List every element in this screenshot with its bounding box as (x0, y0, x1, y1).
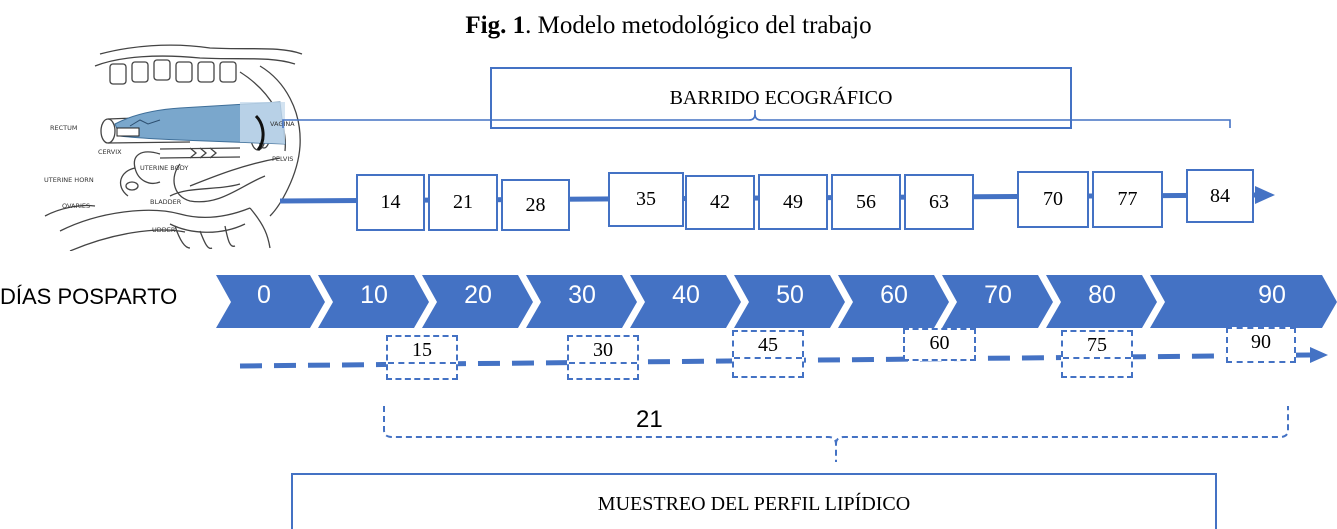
ultrasound-brace (282, 110, 1231, 128)
sampling-brace (383, 406, 1289, 462)
chevron-segment (422, 275, 533, 328)
label-uterine-horn: UTERINE HORN (44, 176, 94, 184)
sampling-day-box: 15 (386, 335, 458, 380)
label-rectum: RECTUM (50, 124, 78, 132)
ultrasound-scan-label: BARRIDO ECOGRÁFICO (669, 86, 893, 109)
figure-number: Fig. 1 (465, 12, 526, 39)
chevron-segment (1046, 275, 1157, 328)
sampling-day-box: 60 (903, 328, 976, 361)
lipid-profile-sampling-box: MUESTREO DEL PERFIL LIPÍDICO (291, 473, 1217, 529)
ultrasound-day-box: 35 (608, 172, 684, 227)
figure-caption: Fig. 1. Modelo metodológico del trabajo (0, 12, 1337, 40)
chevron-segment (526, 275, 637, 328)
postpartum-day-label: 20 (464, 281, 492, 309)
chevron-segment (630, 275, 741, 328)
ultrasound-day-box: 49 (758, 174, 828, 230)
sampling-day-value: 60 (929, 332, 950, 354)
ultrasound-day-box: 28 (501, 179, 570, 231)
interval-count-label: 21 (636, 406, 663, 433)
postpartum-days-label: DÍAS POSPARTO (0, 284, 178, 309)
chevron-segment (942, 275, 1053, 328)
ultrasound-day-box: 70 (1017, 171, 1089, 228)
sampling-day-value: 90 (1251, 331, 1271, 353)
ultrasound-scan-box: BARRIDO ECOGRÁFICO (490, 67, 1072, 129)
sampling-day-value: 45 (758, 334, 778, 356)
sampling-day-value: 30 (593, 339, 613, 361)
sampling-day-box: 30 (567, 335, 639, 380)
postpartum-day-label: 10 (360, 281, 388, 309)
postpartum-day-label: 90 (1258, 281, 1286, 309)
label-bladder: BLADDER (150, 198, 182, 206)
postpartum-day-label: 50 (776, 281, 804, 309)
postpartum-day-label: 30 (568, 281, 596, 309)
sampling-day-value: 75 (1087, 334, 1107, 356)
sampling-day-box: 90 (1226, 327, 1296, 363)
figure-title: . Modelo metodológico del trabajo (525, 12, 872, 39)
ultrasound-day-box: 42 (685, 175, 755, 230)
postpartum-day-label: 40 (672, 281, 700, 309)
lipid-profile-sampling-label: MUESTREO DEL PERFIL LIPÍDICO (597, 492, 911, 515)
label-uterine-body: UTERINE BODY (140, 164, 188, 172)
cow-anatomy-illustration: RECTUM CERVIX UTERINE BODY VAGINA PELVIS… (44, 44, 303, 251)
label-pelvis: PELVIS (272, 155, 293, 163)
ultrasound-arrowhead (1255, 186, 1275, 204)
ultrasound-day-box: 84 (1186, 169, 1254, 223)
sampling-day-value: 15 (412, 339, 432, 361)
postpartum-day-label: 0 (257, 281, 271, 309)
label-cervix: CERVIX (98, 148, 122, 156)
sampling-arrowhead (1310, 347, 1328, 363)
postpartum-day-label: 70 (984, 281, 1012, 309)
postpartum-day-label: 80 (1088, 281, 1116, 309)
ultrasound-day-box: 77 (1092, 171, 1163, 228)
ultrasound-day-box: 14 (356, 174, 425, 231)
ultrasound-day-box: 63 (904, 174, 974, 230)
chevron-segment (1150, 275, 1337, 328)
label-ovaries: OVARIES (62, 202, 90, 210)
ultrasound-day-box: 56 (831, 174, 901, 230)
chevron-segment (734, 275, 845, 328)
chevron-segment (838, 275, 949, 328)
chevron-segment (318, 275, 429, 328)
sampling-day-box: 75 (1061, 330, 1133, 378)
label-udder: UDDER (152, 226, 176, 234)
ultrasound-day-box: 21 (428, 174, 498, 231)
sampling-day-box: 45 (732, 330, 804, 378)
postpartum-day-label: 60 (880, 281, 908, 309)
chevron-segment (216, 275, 325, 328)
